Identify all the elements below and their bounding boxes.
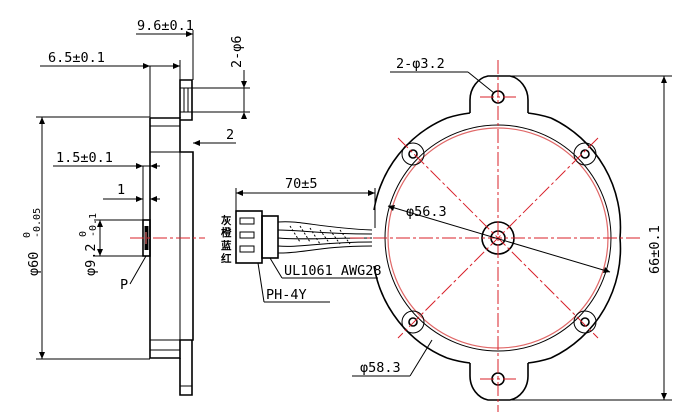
dim-height-label: 66±0.1	[647, 225, 663, 274]
wire-bundle	[277, 221, 373, 254]
dim-hub-height: 1	[103, 182, 160, 202]
connector-spec-callout: PH-4Y	[257, 262, 330, 303]
dim-shaft-upper-tol: 0	[78, 231, 89, 237]
dim-body-depth-label: 6.5±0.1	[48, 50, 105, 66]
dim-shaft-dia-label: φ9.2	[83, 243, 99, 276]
dim-flange-thickness: 9.6±0.1	[136, 18, 194, 118]
dim-step-label: 2	[226, 127, 234, 143]
dim-overall-dia-label: φ60	[26, 252, 42, 276]
dim-flange-thickness-label: 9.6±0.1	[137, 18, 194, 34]
dim-body-depth: 6.5±0.1	[40, 50, 181, 80]
wire-spec-label: UL1061 AWG28	[284, 263, 382, 279]
dim-mount-holes-label: 2-φ3.2	[396, 56, 445, 72]
connector-spec-label: PH-4Y	[266, 287, 307, 303]
connector-housing	[235, 210, 279, 264]
dim-inner-dia-label: φ56.3	[406, 204, 447, 220]
cable-assembly: 灰 橙 蓝 红 70±5 UL1061 AWG28 PH-4Y	[221, 176, 382, 303]
dim-height: 66±0.1	[510, 75, 672, 401]
wire-color-1: 橙	[221, 226, 232, 239]
dim-cable-length: 70±5	[235, 176, 376, 228]
dim-shaft-lower-tol: -0.1	[88, 213, 99, 237]
side-view-hub	[130, 219, 205, 257]
label-p: P	[120, 255, 147, 293]
dim-overall-dia-lower-tol: -0.05	[32, 208, 43, 238]
dim-hub-offset-label: 1.5±0.1	[56, 150, 113, 166]
dim-tab-holes-label: 2-φ6	[229, 35, 245, 68]
dim-shaft-dia: φ9.2 0 -0.1	[78, 213, 143, 276]
dim-inner-dia: φ56.3	[387, 204, 611, 273]
label-p-text: P	[120, 277, 128, 293]
wire-color-0: 灰	[221, 214, 232, 227]
side-view: 9.6±0.1 2-φ6 6.5±0.1 2	[22, 18, 250, 396]
wire-spec-callout: UL1061 AWG28	[269, 257, 382, 279]
dim-overall-dia: φ60 0 -0.05	[22, 116, 150, 360]
wire-color-2: 蓝	[221, 239, 232, 252]
dim-mount-holes: 2-φ3.2	[390, 56, 495, 94]
dim-step: 2	[193, 127, 236, 146]
dim-outer-dia-label: φ58.3	[360, 360, 401, 376]
wire-color-labels: 灰 橙 蓝 红	[221, 214, 232, 265]
wire-color-3: 红	[221, 252, 232, 265]
dim-overall-dia-upper-tol: 0	[22, 232, 33, 238]
dim-hub-height-label: 1	[117, 182, 125, 198]
dim-hub-offset: 1.5±0.1	[53, 150, 160, 220]
side-view-top-tab	[179, 79, 193, 121]
side-view-body	[149, 117, 194, 359]
dim-cable-length-label: 70±5	[285, 176, 318, 192]
side-view-bottom-tab	[179, 340, 193, 396]
dim-tab-holes: 2-φ6	[192, 35, 250, 119]
front-view: 2-φ3.2 φ56.3 φ58.3 66±0.1	[350, 56, 672, 412]
dim-outer-dia: φ58.3	[352, 339, 433, 377]
